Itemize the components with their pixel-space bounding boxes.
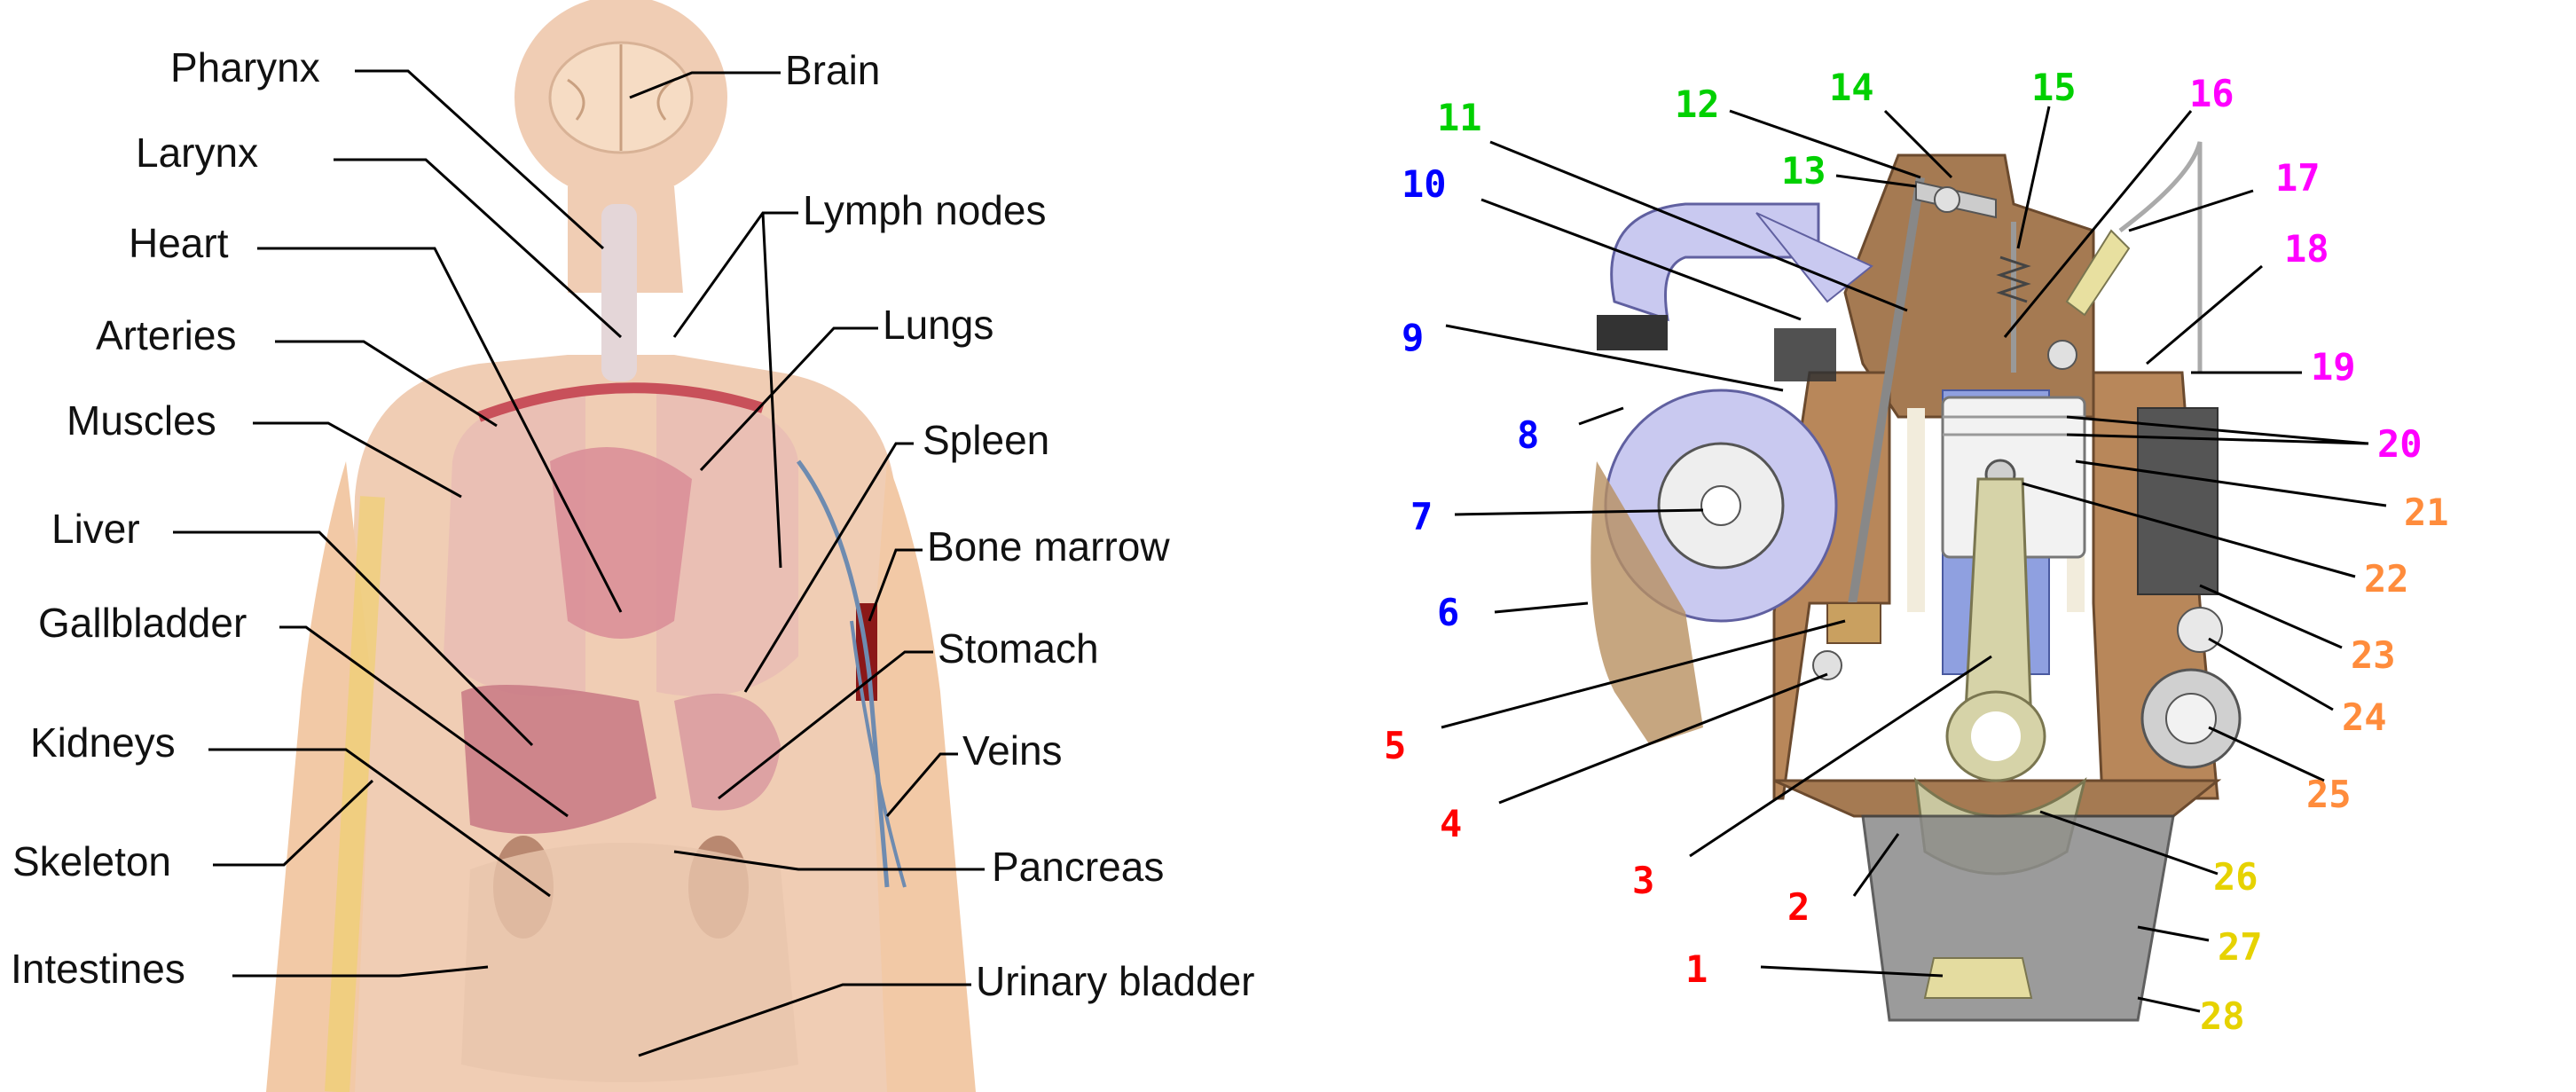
label-arteries: Arteries (96, 312, 236, 358)
label-brain: Brain (785, 47, 880, 93)
rocker-arm (1915, 180, 1997, 219)
part-label-27: 27 (2218, 925, 2263, 969)
part-label-13: 13 (1781, 149, 1826, 192)
trachea-illustration (601, 204, 637, 381)
fuel-injector (2047, 141, 2203, 373)
part-label-15: 15 (2031, 66, 2077, 109)
part-label-20: 20 (2377, 422, 2423, 466)
part-label-14: 14 (1829, 66, 1874, 109)
injection-pump (2137, 407, 2242, 769)
turbocharger (1590, 202, 1873, 745)
stomach-illustration (674, 693, 781, 811)
engine-leader-lines (1441, 106, 2387, 1013)
valve-and-spring (1996, 222, 2031, 373)
part-label-18: 18 (2284, 227, 2329, 271)
anatomy-panel: Pharynx Larynx Heart Arteries Muscles Li… (11, 0, 1254, 1092)
connecting-rod (1945, 477, 2046, 782)
label-bone-marrow: Bone marrow (927, 523, 1170, 570)
label-liver: Liver (51, 506, 140, 552)
anatomy-leader-lines (173, 69, 985, 1057)
anatomy-labels: Pharynx Larynx Heart Arteries Muscles Li… (11, 44, 1254, 1004)
label-muscles: Muscles (67, 397, 216, 444)
part-label-1: 1 (1685, 947, 1708, 991)
part-label-4: 4 (1440, 802, 1462, 845)
label-intestines: Intestines (11, 946, 185, 992)
heart-illustration (476, 382, 765, 639)
part-label-7: 7 (1410, 495, 1433, 538)
intestines-illustration (461, 843, 798, 1082)
oil-pan (1861, 814, 2175, 1022)
veins-illustration (796, 460, 907, 888)
part-label-16: 16 (2189, 72, 2234, 115)
label-lymph-nodes: Lymph nodes (803, 187, 1046, 233)
label-skeleton: Skeleton (12, 838, 171, 884)
part-label-5: 5 (1384, 724, 1406, 767)
part-label-28: 28 (2200, 994, 2245, 1038)
part-label-6: 6 (1437, 591, 1459, 634)
part-label-26: 26 (2213, 855, 2258, 899)
label-heart: Heart (129, 220, 229, 266)
lungs-illustration (444, 390, 798, 696)
engine-part-labels: 1 2 3 4 5 6 7 8 9 10 11 12 13 14 15 16 1… (1384, 66, 2449, 1038)
label-pharynx: Pharynx (170, 44, 320, 90)
part-label-17: 17 (2275, 156, 2321, 200)
part-label-24: 24 (2342, 695, 2387, 739)
part-label-22: 22 (2364, 557, 2409, 601)
label-kidneys: Kidneys (30, 719, 176, 766)
part-label-3: 3 (1632, 859, 1654, 902)
part-label-9: 9 (1402, 316, 1424, 359)
label-stomach: Stomach (938, 625, 1099, 672)
part-label-2: 2 (1787, 885, 1810, 929)
part-label-23: 23 (2351, 633, 2396, 677)
part-label-21: 21 (2404, 491, 2449, 534)
label-gallbladder: Gallbladder (38, 600, 247, 646)
part-label-10: 10 (1402, 162, 1447, 206)
part-label-8: 8 (1517, 413, 1539, 457)
part-label-11: 11 (1437, 96, 1482, 139)
label-larynx: Larynx (136, 130, 258, 176)
engine-panel: 1 2 3 4 5 6 7 8 9 10 11 12 13 14 15 16 1… (1384, 66, 2449, 1038)
skeleton-illustration (325, 496, 385, 1092)
part-label-25: 25 (2306, 773, 2352, 816)
label-urinary-bladder: Urinary bladder (976, 958, 1254, 1004)
brain-illustration (548, 41, 694, 154)
label-veins: Veins (962, 727, 1063, 774)
part-label-12: 12 (1675, 82, 1720, 126)
label-lungs: Lungs (883, 302, 993, 348)
label-spleen: Spleen (923, 417, 1049, 463)
part-label-19: 19 (2311, 345, 2356, 389)
label-pancreas: Pancreas (992, 844, 1164, 890)
